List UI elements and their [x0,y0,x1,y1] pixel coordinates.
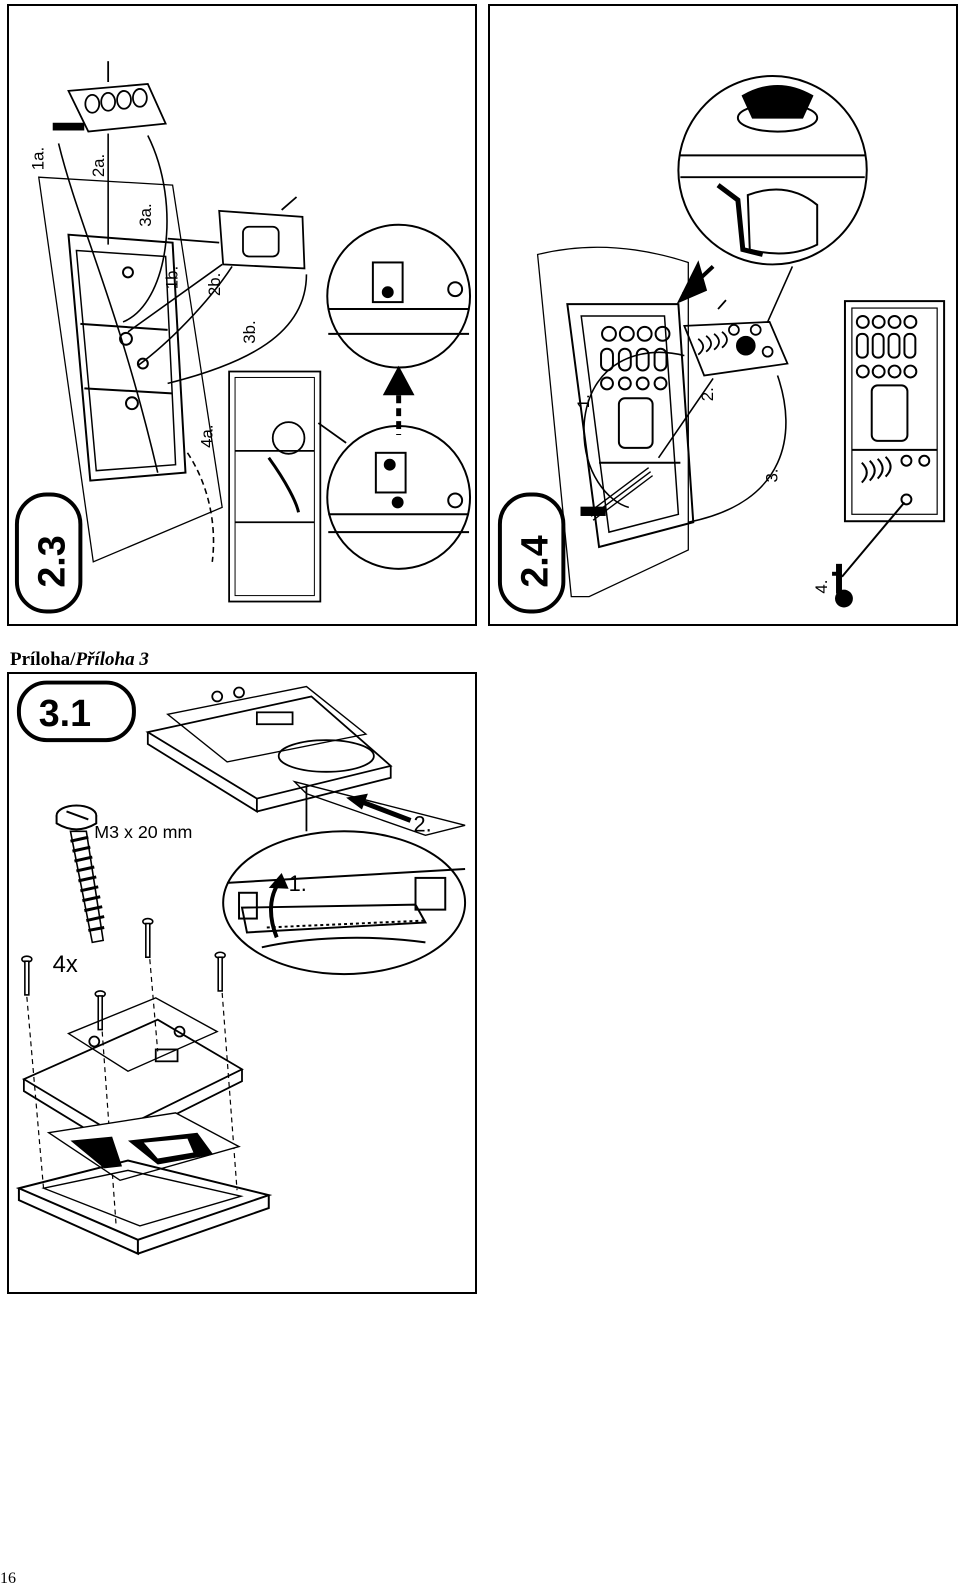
screw-guides [26,959,238,1225]
key-icon [832,563,853,608]
figure-2-3-badge: 2.3 [14,492,83,614]
ribbon-cable [580,467,654,521]
installed-station-view [228,370,347,603]
screw-spec-label: M3 x 20 mm [94,822,192,842]
finished-station [841,300,946,578]
small-screws [21,917,226,1031]
assembly-arrows [583,260,794,523]
badge-text: 2.4 [514,535,556,587]
figure-2-3-panel: 1a. 2a. 3a. 1b. 2b. 3b. 4a. [7,4,477,626]
step-label-1b: 1b. [163,266,182,289]
figure-2-4-badge: 2.4 [497,492,566,614]
door-station-frame [566,303,695,549]
display-module [167,196,306,270]
step-label-2: 2. [414,811,432,836]
section-title: Príloha/Příloha 3 [10,649,149,671]
screw-quantity-label: 4x [53,951,78,978]
figure-2-4-panel: 1. 2. 3. 4. 2.4 [488,4,958,626]
figure-3-1-badge: 3.1 [16,680,136,743]
top-assembly [145,685,393,832]
detail-magnifier-top [326,223,472,369]
rotate-arrow [268,872,289,939]
step-label-2: 2. [698,387,717,401]
step-label-4a: 4a. [197,424,216,447]
step-labels: 1. 2. 3. 4. [574,387,831,593]
page-number: 16 [0,1570,16,1587]
detail-magnifier [222,830,467,976]
figure-2-4-illustration: 1. 2. 3. 4. 2.4 [497,75,946,614]
keypad-module [52,61,167,133]
step-label-3: 3. [763,468,782,482]
detail-magnifier-bottom [326,425,472,570]
speaker-module [683,299,789,377]
assembly-arrows [57,133,308,562]
step-label-2a: 2a. [89,154,108,177]
step-label-1a: 1a. [29,147,48,170]
step-label-2b: 2b. [205,273,224,296]
door-station-frame [67,233,187,482]
step-label-4: 4. [812,580,831,594]
label-sheet [46,1112,241,1182]
step-label-3a: 3a. [136,203,155,226]
figure-2-3-illustration: 1a. 2a. 3a. 1b. 2b. 3b. 4a. [14,61,472,614]
step-label-1: 1. [289,871,307,896]
screw-icon [55,804,105,944]
step-label-3b: 3b. [240,320,259,343]
figure-3-1-illustration: 3.1 2. [15,680,467,1256]
detail-arrow-up [382,365,415,435]
section-title-primary: Príloha [10,649,71,670]
step-labels: 1a. 2a. 3a. 1b. 2b. 3b. 4a. [29,147,259,448]
badge-text: 3.1 [39,692,91,734]
step-label-1: 1. [574,394,593,408]
section-title-secondary: Příloha 3 [75,649,149,670]
mounting-frame [15,1159,273,1256]
wall-plate-outline [536,246,689,598]
wall-plate-outline [37,176,223,563]
detail-magnifier [677,75,868,266]
section-title-separator: / [70,649,76,670]
insert-arrow [292,780,466,836]
badge-text: 2.3 [31,535,73,587]
figure-3-1-panel: 3.1 2. [7,672,477,1294]
